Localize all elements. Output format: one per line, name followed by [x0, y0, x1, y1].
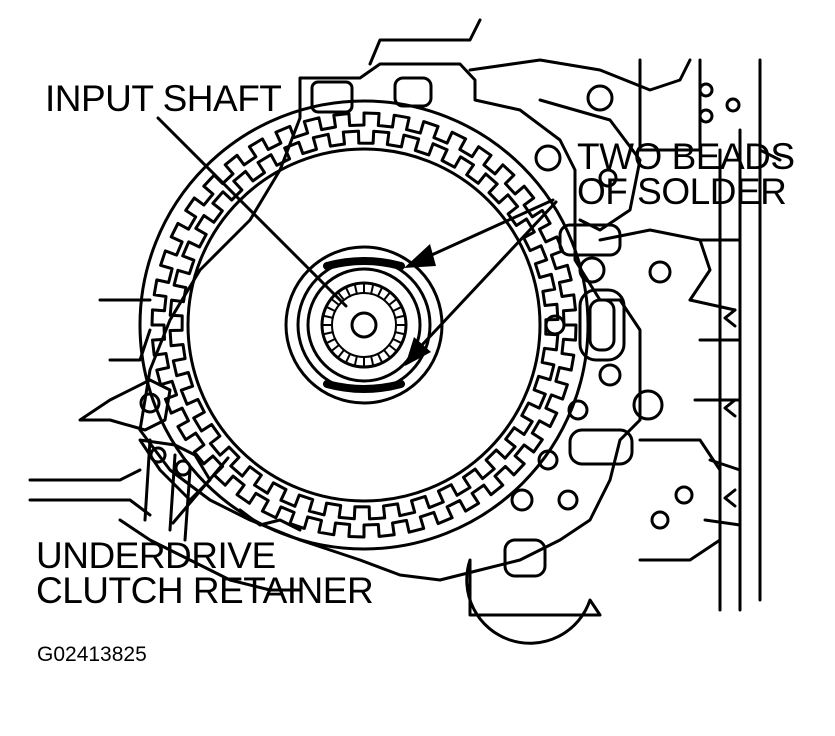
arrowhead-top [404, 244, 436, 268]
two-beads-label-line2: OF SOLDER [577, 171, 787, 212]
shaft-spline-path [322, 283, 406, 367]
arrowhead-bottom [405, 337, 431, 366]
spline-path [168, 129, 560, 521]
solder-bead-top [323, 257, 405, 270]
underdrive-label-line2: CLUTCH RETAINER [36, 570, 374, 611]
two-beads-label-line1: TWO BEADS [577, 136, 795, 177]
valve-body-castings [28, 18, 782, 645]
underdrive-label-line1: UNDERDRIVE [36, 535, 276, 576]
retainer-leader [171, 456, 230, 525]
input-shaft-label: INPUT SHAFT [45, 78, 282, 119]
inner-spline-teeth [168, 129, 560, 521]
input-shaft-hub [284, 245, 444, 405]
input-shaft-splines [322, 283, 406, 367]
outer-spline-teeth [150, 111, 578, 539]
solder-leader-top [423, 198, 555, 260]
input-shaft-leader [156, 116, 348, 308]
spline-path [150, 111, 578, 539]
figure-code: G02413825 [37, 643, 147, 666]
solder-bead-bottom [323, 380, 405, 393]
underdrive-clutch-retainer [138, 99, 590, 551]
solder-leader-bottom [420, 200, 558, 347]
leader-lines [156, 116, 558, 525]
